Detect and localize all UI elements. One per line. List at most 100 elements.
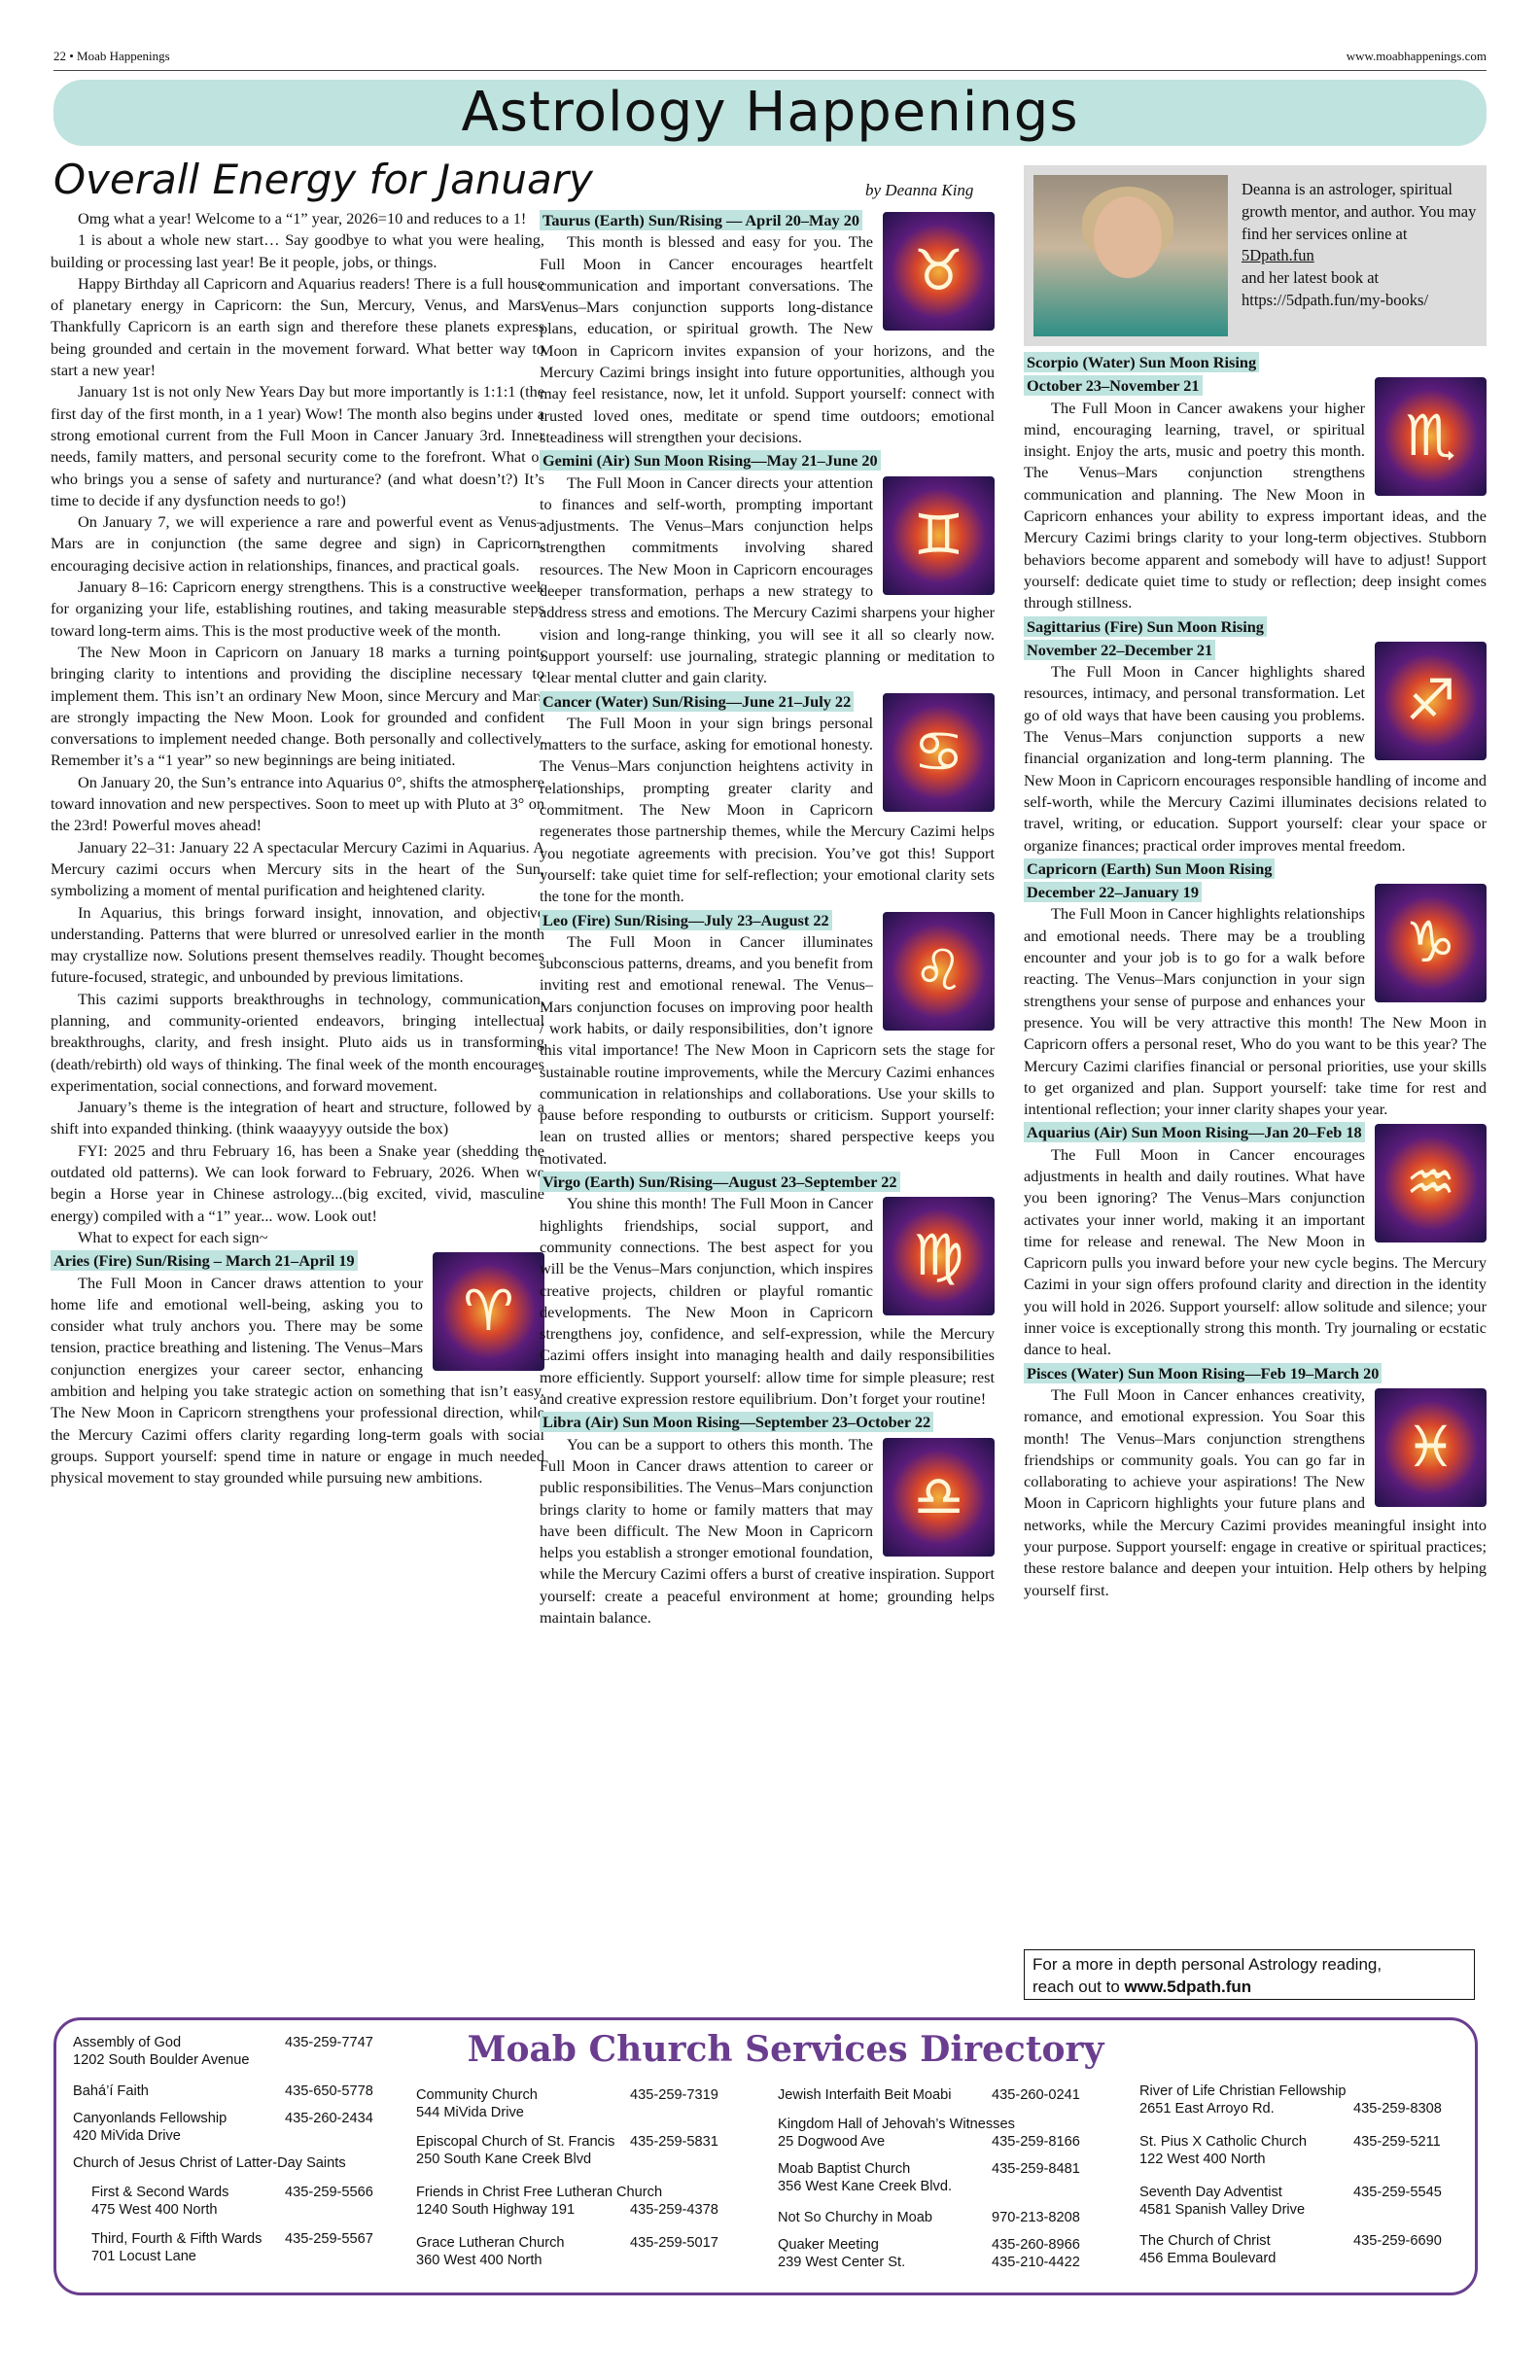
church-phone: 435-259-5831 <box>630 2134 718 2150</box>
church-phone: 435-259-7747 <box>285 2035 373 2050</box>
church-address: 250 South Kane Creek Blvd <box>416 2152 592 2167</box>
intro-paragraph: January’s theme is the integration of he… <box>51 1098 544 1138</box>
pisces-icon: ♓ <box>1405 1413 1456 1480</box>
author-box: Deanna is an astrologer, spiritual growt… <box>1024 165 1487 346</box>
sign-section-sagittarius: Sagittarius (Fire) Sun Moon Rising Novem… <box>1024 614 1487 857</box>
intro-paragraph: In Aquarius, this brings forward insight… <box>51 902 544 987</box>
sign-text: The Full Moon in Cancer highlights relat… <box>1024 904 1487 1119</box>
sign-section-gemini: Gemini (Air) Sun Moon Rising—May 21–June… <box>540 448 995 688</box>
sign-text: The Full Moon in your sign brings person… <box>540 713 995 906</box>
author-bio: Deanna is an astrologer, spiritual growt… <box>1242 179 1479 312</box>
libra-icon: ♎ <box>913 1462 964 1529</box>
sign-text: The Full Moon in Cancer directs your att… <box>540 472 995 687</box>
sign-heading: Gemini (Air) Sun Moon Rising—May 21–June… <box>540 450 881 472</box>
aries-icon: ♈ <box>463 1278 514 1345</box>
author-services-link[interactable]: 5Dpath.fun <box>1242 246 1314 265</box>
church-name: Friends in Christ Free Lutheran Church <box>416 2185 663 2200</box>
sign-text: The Full Moon in Cancer highlights share… <box>1024 662 1487 855</box>
church-address: 25 Dogwood Ave <box>778 2134 886 2150</box>
church-name: Episcopal Church of St. Francis <box>416 2134 615 2150</box>
church-phone: 435-210-4422 <box>992 2255 1080 2270</box>
sign-text: The Full Moon in Cancer encourages adjus… <box>1024 1144 1487 1359</box>
directory-entry: Moab Baptist Church 356 West Kane Creek … <box>778 2160 1118 2195</box>
sign-heading: Cancer (Water) Sun/Rising—June 21–July 2… <box>540 690 855 712</box>
church-phone: 435-650-5778 <box>285 2083 373 2099</box>
church-name: Not So Churchy in Moab <box>778 2210 932 2225</box>
aquarius-illustration: ♒ <box>1375 1124 1487 1243</box>
sign-heading: Sagittarius (Fire) Sun Moon Rising <box>1024 615 1267 637</box>
intro-paragraph: On January 7, we will experience a rare … <box>51 512 544 575</box>
page-label: 22 • Moab Happenings <box>53 49 170 63</box>
directory-entry: Episcopal Church of St. Francis 250 Sout… <box>416 2133 756 2168</box>
church-phone: 435-259-5211 <box>1353 2134 1441 2150</box>
church-address: 122 West 400 North <box>1139 2152 1266 2167</box>
section-banner: Astrology Happenings <box>53 80 1487 146</box>
gemini-icon: ♊ <box>913 501 964 568</box>
intro-paragraph: FYI: 2025 and thru February 16, has been… <box>51 1140 544 1225</box>
church-name: Moab Baptist Church <box>778 2161 911 2177</box>
sign-text: The Full Moon in Cancer illuminates subc… <box>540 931 995 1168</box>
byline: by Deanna King <box>865 181 974 199</box>
sign-text: The Full Moon in Cancer awakens your hig… <box>1024 398 1487 612</box>
sign-section-leo: Leo (Fire) Sun/Rising—July 23–August 22 … <box>540 908 995 1171</box>
church-directory: Moab Church Services Directory Assembly … <box>53 2017 1478 2295</box>
sign-section-libra: Libra (Air) Sun Moon Rising—September 23… <box>540 1410 995 1628</box>
reading-callout: For a more in depth personal Astrology r… <box>1024 1949 1475 2000</box>
sign-heading: Aquarius (Air) Sun Moon Rising—Jan 20–Fe… <box>1024 1122 1365 1143</box>
church-address: 239 West Center St. <box>778 2255 906 2270</box>
church-phone: 435-259-5566 <box>285 2185 373 2200</box>
church-address: 356 West Kane Creek Blvd. <box>778 2179 953 2194</box>
church-address: 1240 South Highway 191 <box>416 2202 576 2218</box>
church-phone: 435-259-8166 <box>992 2134 1080 2150</box>
church-address: 420 MiVida Drive <box>73 2128 181 2144</box>
taurus-illustration: ♉ <box>883 212 995 331</box>
directory-entry: Community Church 544 MiVida Drive 435-25… <box>416 2086 756 2121</box>
cancer-icon: ♋ <box>913 718 964 785</box>
sign-text: The Full Moon in Cancer enhances creativ… <box>1024 1384 1487 1599</box>
church-address: 360 West 400 North <box>416 2253 542 2268</box>
sign-section-scorpio: Scorpio (Water) Sun Moon Rising October … <box>1024 350 1487 614</box>
directory-entry: Quaker Meeting 239 West Center St. 435-2… <box>778 2236 1118 2271</box>
column-1: Omg what a year! Welcome to a “1” year, … <box>51 208 544 1489</box>
reading-callout-line1: For a more in depth personal Astrology r… <box>1032 1955 1382 1974</box>
cancer-illustration: ♋ <box>883 692 995 812</box>
church-phone: 435-260-8966 <box>992 2237 1080 2253</box>
website-link[interactable]: www.moabhappenings.com <box>1346 49 1487 63</box>
sign-heading: Libra (Air) Sun Moon Rising—September 23… <box>540 1412 934 1433</box>
church-phone: 435-259-8308 <box>1353 2101 1442 2117</box>
virgo-icon: ♍ <box>913 1222 964 1289</box>
sign-section-virgo: Virgo (Earth) Sun/Rising—August 23–Septe… <box>540 1170 995 1410</box>
church-phone: 435-259-6690 <box>1353 2233 1442 2249</box>
sign-section-cancer: Cancer (Water) Sun/Rising—June 21–July 2… <box>540 689 995 908</box>
sign-section-capricorn: Capricorn (Earth) Sun Moon Rising Decemb… <box>1024 857 1487 1121</box>
church-address: 544 MiVida Drive <box>416 2105 524 2120</box>
church-name: Kingdom Hall of Jehovah’s Witnesses <box>778 2117 1015 2132</box>
church-address: 4581 Spanish Valley Drive <box>1139 2202 1306 2218</box>
church-name: Bahá’í Faith <box>73 2083 149 2099</box>
sign-heading: Virgo (Earth) Sun/Rising—August 23–Septe… <box>540 1172 900 1193</box>
author-book-text: and her latest book at https://5dpath.fu… <box>1242 268 1429 309</box>
sagittarius-illustration: ♐ <box>1375 641 1487 760</box>
church-name: River of Life Christian Fellowship <box>1139 2083 1347 2099</box>
church-phone: 435-259-8481 <box>992 2161 1080 2177</box>
sign-section-taurus: Taurus (Earth) Sun/Rising — April 20–May… <box>540 208 995 448</box>
directory-entry: Kingdom Hall of Jehovah’s Witnesses 25 D… <box>778 2116 1118 2151</box>
church-phone: 435-259-4378 <box>630 2202 718 2218</box>
intro-paragraph: On January 20, the Sun’s entrance into A… <box>51 772 544 835</box>
church-phone: 435-259-7319 <box>630 2087 718 2103</box>
gemini-illustration: ♊ <box>883 475 995 595</box>
author-photo-face <box>1094 196 1162 278</box>
reading-callout-link[interactable]: www.5dpath.fun <box>1124 1978 1252 1996</box>
church-name: Third, Fourth & Fifth Wards <box>91 2231 262 2247</box>
directory-entry: Grace Lutheran Church 360 West 400 North… <box>416 2234 756 2269</box>
church-name: Jewish Interfaith Beit Moabi <box>778 2087 952 2103</box>
column-2: Taurus (Earth) Sun/Rising — April 20–May… <box>540 208 995 1628</box>
directory-entry: Third, Fourth & Fifth Wards 701 Locust L… <box>91 2230 394 2265</box>
author-photo <box>1033 175 1228 336</box>
sign-heading: Pisces (Water) Sun Moon Rising—Feb 19–Ma… <box>1024 1362 1382 1383</box>
sign-heading: Capricorn (Earth) Sun Moon Rising <box>1024 858 1276 879</box>
libra-illustration: ♎ <box>883 1437 995 1557</box>
column-3: Scorpio (Water) Sun Moon Rising October … <box>1024 350 1487 1601</box>
church-phone: 435-259-5545 <box>1353 2185 1442 2200</box>
